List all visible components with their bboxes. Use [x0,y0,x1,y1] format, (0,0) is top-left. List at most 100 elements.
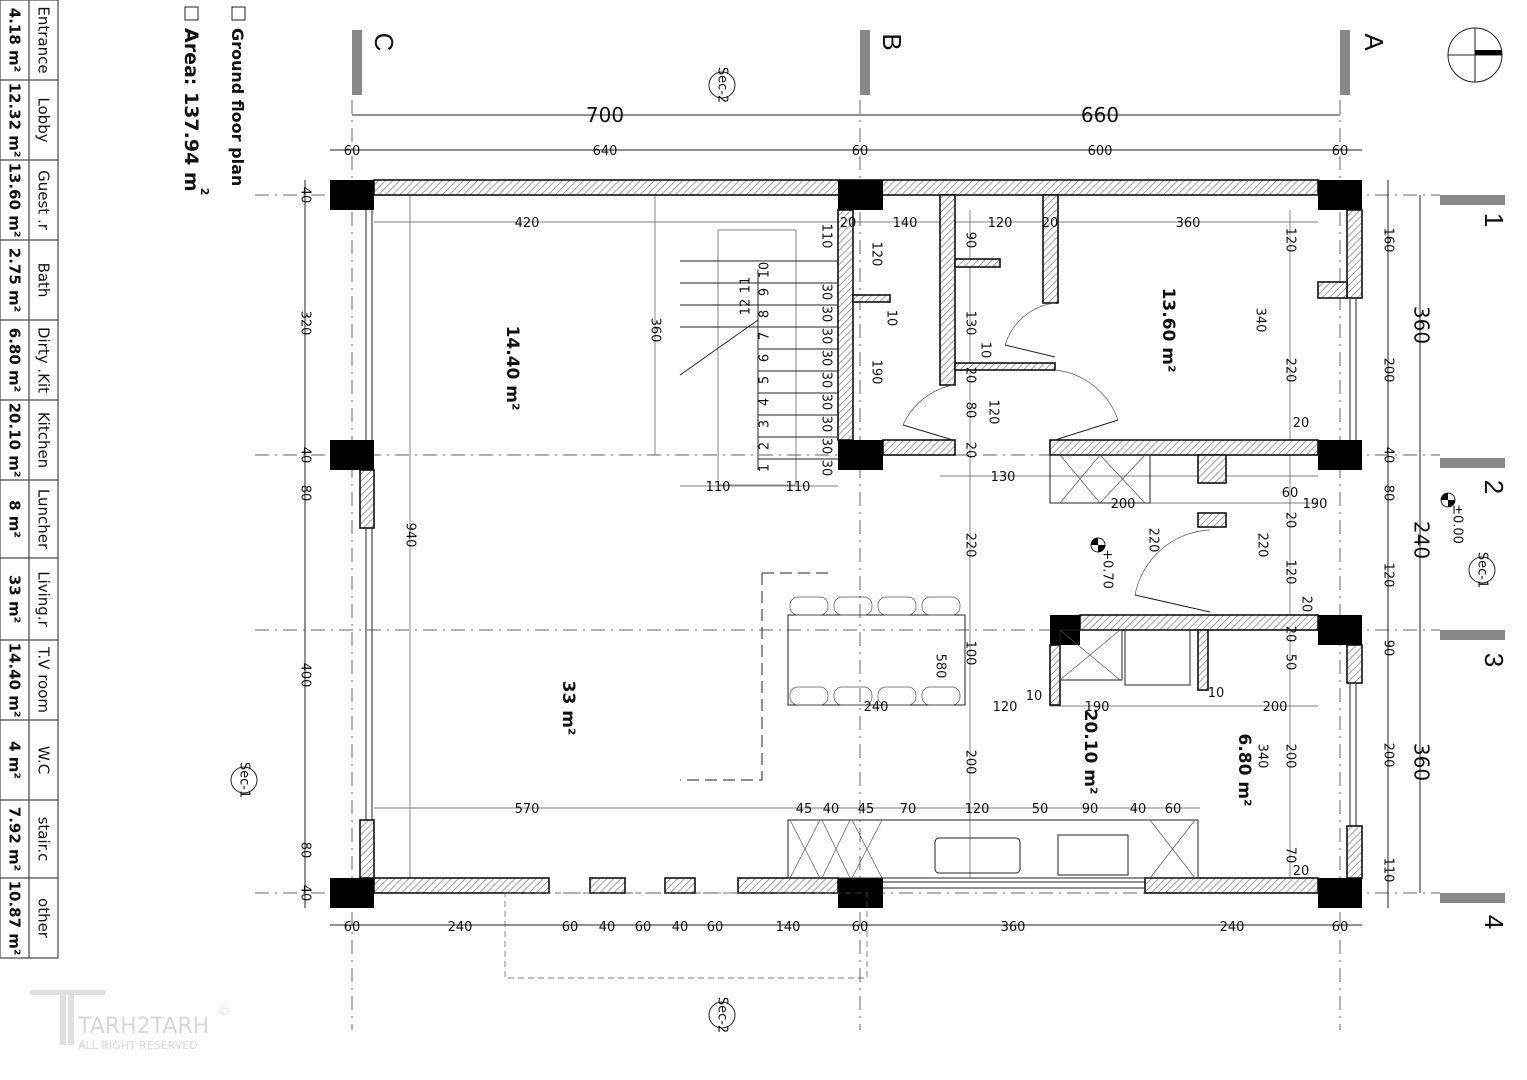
dimension-label: 190 [1085,700,1110,715]
dimension-label: 20 [963,367,978,384]
dimension-label: 320 [298,311,313,336]
dimension-label: 50 [1283,654,1298,671]
room-area-label: 20.10 m² [1080,710,1100,795]
dimension-label: 40 [599,920,616,935]
cabinet-icon [821,819,851,879]
dimension-label: 40 [1130,802,1147,817]
chair-icon [833,686,873,706]
dimension-label: 110 [1381,858,1396,883]
dimension-label: 580 [933,654,948,679]
dimension-label: 340 [1253,308,1268,333]
dimension-label: 20 [1042,216,1059,231]
section-label: Sec-2 [715,997,730,1033]
dimension-label: 360 [648,318,663,343]
stair-step-number: 4 [758,398,773,406]
chair-icon [877,686,917,706]
section-marker-icon [708,71,736,99]
dimension-label: 110 [786,480,811,495]
stair-riser-dimension: 30 [819,306,834,323]
dimension-label: 20 [1283,626,1298,643]
stair-step-number: 9 [758,288,773,296]
cabinet-icon [1059,454,1101,504]
dimension-label: 70 [1283,847,1298,864]
stair-riser-dimension: 30 [819,372,834,389]
sink-icon [934,837,1021,874]
dimension-label: 700 [586,103,624,127]
dimension-label: 240 [1410,521,1434,559]
dimension-label: 40 [1381,447,1396,464]
cabinet-icon [851,819,883,879]
dimension-label: 200 [1263,700,1288,715]
stair-step-number: 2 [758,442,773,450]
dimension-label: 60 [852,144,869,159]
stove-icon [1057,834,1129,876]
dimension-label: 10 [1026,689,1043,704]
cabinet-icon [789,819,821,879]
walls [330,179,1363,908]
table-room-name: T.V room [35,646,53,713]
dimension-label: 360 [1410,743,1434,781]
dimension-label: 120 [1283,560,1298,585]
level-marker-fill [1441,493,1455,507]
svg-text:©: © [218,1004,230,1018]
stair-riser-dimension: 30 [819,350,834,367]
dimension-label: 360 [1176,216,1201,231]
table-room-area: 14.40 m² [6,643,24,718]
stair-step-number: 3 [758,420,773,428]
level-label: ±0.00 [1450,504,1465,544]
dimension-label: 60 [562,920,579,935]
dimension-label: 60 [635,920,652,935]
chair-icon [877,596,917,616]
dimension-label: 80 [963,402,978,419]
chair-icon [789,596,829,616]
dimension-label: 90 [1082,802,1099,817]
dimension-label: 60 [344,144,361,159]
dimension-label: 220 [1283,358,1298,383]
dimension-label: 20 [1293,416,1310,431]
dimension-label: 120 [993,700,1018,715]
stair-step-number: 7 [758,332,773,340]
dimension-label: 120 [988,216,1013,231]
dimension-label: 60 [1332,144,1349,159]
svg-text:ALL RIGHT RESERVED: ALL RIGHT RESERVED [78,1039,198,1052]
dimension-label: 240 [448,920,473,935]
north-arrow-icon [1447,27,1503,83]
dimension-label: 80 [1381,485,1396,502]
table-room-area: 13.60 m² [6,163,24,238]
section-label: Sec-2 [715,67,730,103]
table-room-area: 2.75 m² [6,248,24,312]
dimension-label: 940 [403,523,418,548]
dimension-label: 140 [893,216,918,231]
dimension-label: 20 [840,216,857,231]
stair-riser-dimension: 30 [819,394,834,411]
chair-icon [921,596,961,616]
dimension-label: 360 [1001,920,1026,935]
stair-riser-dimension: 30 [819,416,834,433]
stair-step-number: 6 [758,354,773,362]
section-marker-icon [708,1001,736,1029]
dimension-label: 420 [515,216,540,231]
table-room-area: 4.18 m² [6,8,24,72]
dimension-label: 120 [869,242,884,267]
stair-break-line [679,319,759,376]
dimension-label: 660 [1081,103,1119,127]
dimension-label: 20 [1299,596,1314,613]
chair-icon [789,686,829,706]
table-room-name: Guest .r [35,170,53,231]
section-marker-icon [1468,556,1496,584]
dimension-label: 200 [1283,744,1298,769]
grid-label-row: 1 [1479,213,1509,227]
stair-riser-dimension: 30 [819,284,834,301]
chair-icon [921,686,961,706]
dimension-label: 200 [1381,743,1396,768]
table-room-name: Living.r [35,571,53,627]
table-room-name: Luncher [35,489,53,550]
dimension-label: 200 [963,750,978,775]
dimension-label: 45 [796,802,813,817]
table-room-name: Dirty .Kit [35,327,53,393]
table-room-area: 33 m² [6,575,24,623]
grid-label-row: 3 [1479,653,1509,667]
